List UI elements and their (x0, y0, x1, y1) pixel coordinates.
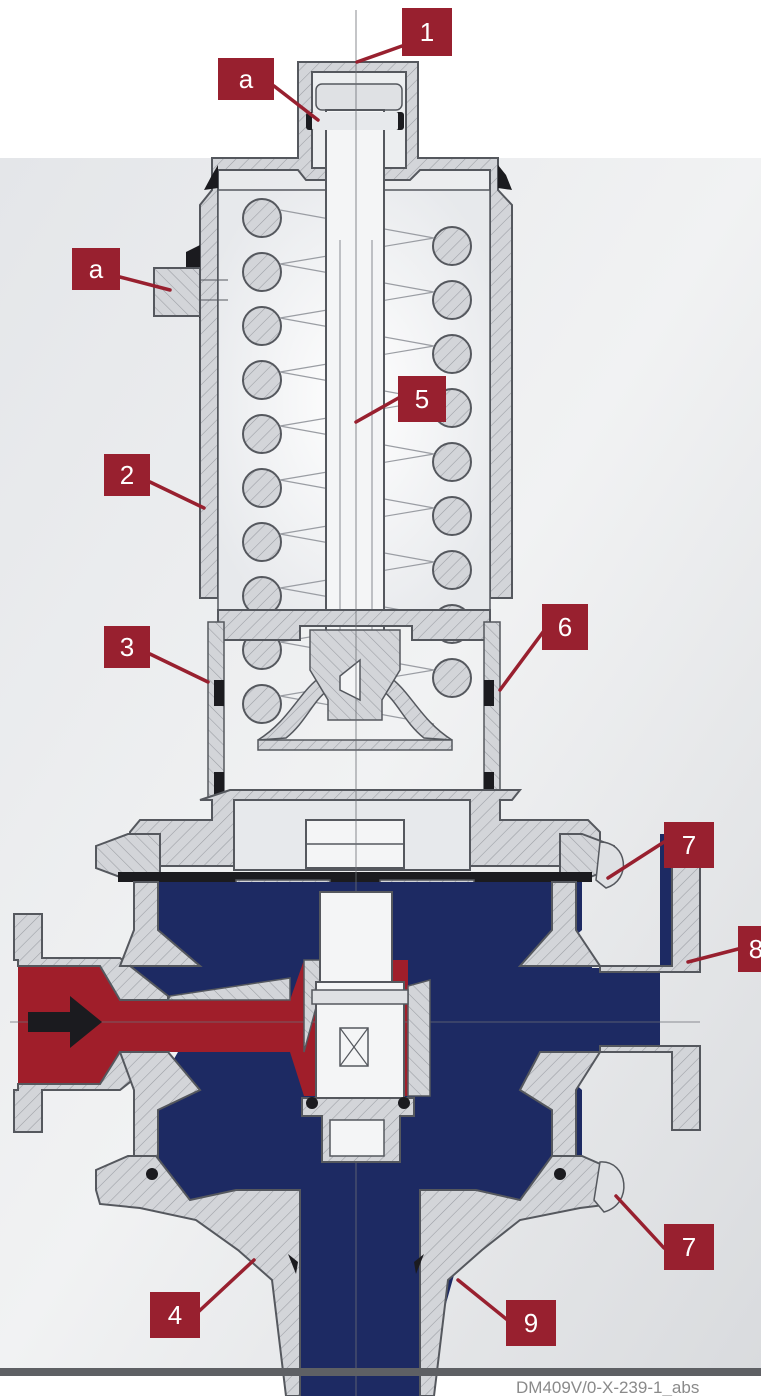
callout-7-upper-label: 7 (682, 830, 696, 860)
callout-8-label: 8 (749, 934, 761, 964)
spring-coil-left (242, 360, 282, 400)
spring-coil-left (242, 468, 282, 508)
spring-coil-right (432, 496, 472, 536)
callout-9: 9 (456, 1278, 556, 1346)
spring-coil-right (432, 226, 472, 266)
callout-4: 4 (150, 1258, 256, 1338)
callout-7-lower: 7 (614, 1194, 714, 1270)
callout-1-label: 1 (420, 17, 434, 47)
callout-5: 5 (354, 376, 446, 424)
callout-8: 8 (686, 926, 761, 972)
spring-plate (207, 609, 501, 801)
callout-3-label: 3 (120, 632, 134, 662)
callout-3: 3 (104, 626, 210, 684)
callout-6-label: 6 (558, 612, 572, 642)
side-plug (153, 245, 228, 318)
valve-body (10, 10, 701, 1396)
spring-coil-right (432, 658, 472, 698)
callout-2-label: 2 (120, 460, 134, 490)
callout-a-side: a (72, 248, 172, 292)
spring-coil-right (432, 442, 472, 482)
footer-bar (0, 1368, 761, 1376)
bonnet-flange (95, 789, 624, 893)
callout-a-top: a (218, 58, 320, 122)
spring-coil-right (432, 550, 472, 590)
spring-coil-left (242, 198, 282, 238)
spring-coil-left (242, 522, 282, 562)
callout-a-side-label: a (89, 254, 104, 284)
drawing-code: DM409V/0-X-239-1_abs (516, 1378, 699, 1396)
spindle (306, 109, 404, 641)
spring-coil-left (242, 306, 282, 346)
callout-7-upper: 7 (606, 822, 714, 880)
callout-2: 2 (104, 454, 206, 510)
spring-coil-left (242, 252, 282, 292)
spring-coil-right (432, 334, 472, 374)
spring-coil-left (242, 414, 282, 454)
spring-coil-left (242, 684, 282, 724)
callout-5-label: 5 (415, 384, 429, 414)
callout-7-lower-label: 7 (682, 1232, 696, 1262)
callout-a-top-label: a (239, 64, 254, 94)
callout-4-label: 4 (168, 1300, 182, 1330)
spring-coil-right (432, 280, 472, 320)
callout-9-label: 9 (524, 1308, 538, 1338)
spring-coils (242, 198, 472, 725)
callout-1: 1 (355, 8, 452, 64)
callout-6: 6 (498, 604, 588, 692)
arrow-right-icon (28, 996, 102, 1048)
